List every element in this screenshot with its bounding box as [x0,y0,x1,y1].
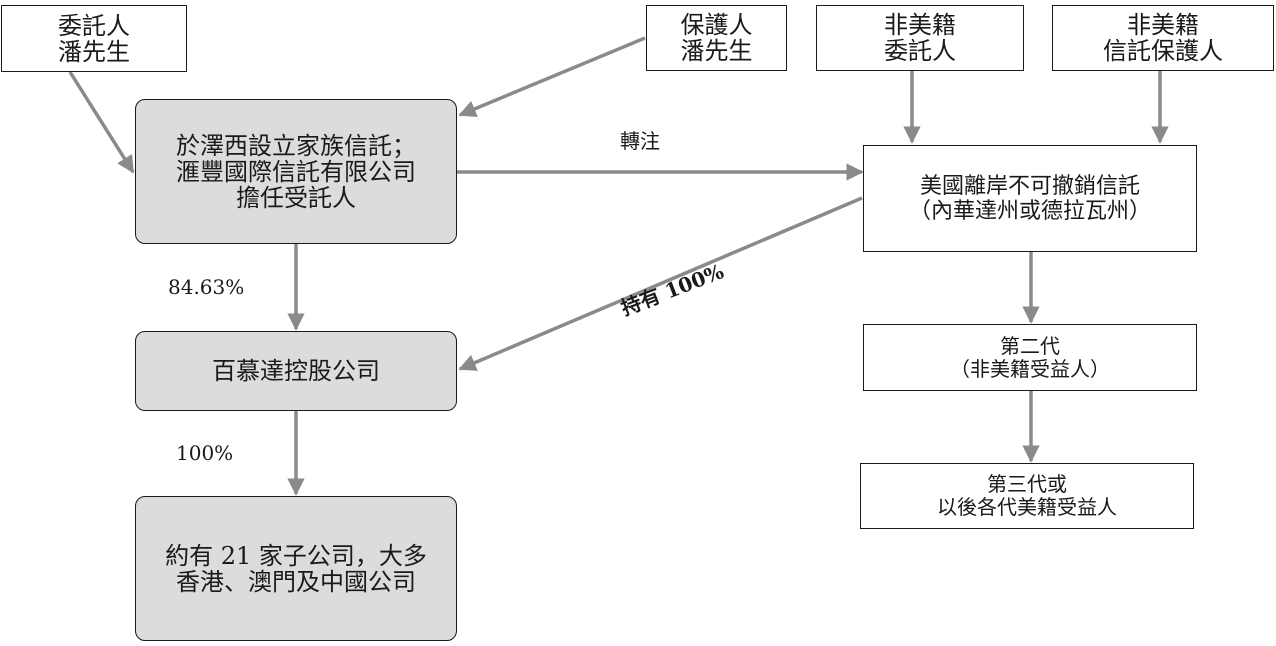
non-us-protector-line-2: 信託保護人 [1103,37,1223,65]
settlor-line-2: 潘先生 [58,37,130,66]
settlor-line-1: 委託人 [58,11,130,40]
jersey-trust-line-2: 滙豐國際信託有限公司 [176,157,416,186]
third-gen-box: 第三代或 以後各代美籍受益人 [860,463,1194,529]
non-us-protector-line-1: 非美籍 [1127,11,1199,39]
subsidiaries-box: 約有 21 家子公司，大多 香港、澳門及中國公司 [135,496,457,641]
arrow-protector-to-jersey-trust [458,36,646,118]
third-gen-line-2: 以後各代美籍受益人 [937,495,1117,519]
arrow-us-trust-to-holding-co [458,196,863,371]
second-gen-line-2: （非美籍受益人） [950,356,1110,381]
subsidiaries-line-1: 約有 21 家子公司，大多 [165,541,427,570]
jersey-trust-line-3: 擔任受託人 [236,183,356,212]
us-trust-line-2: （內華達州或德拉瓦州） [908,198,1151,224]
second-gen-line-1: 第二代 [1000,333,1060,358]
settlor-box: 委託人 潘先生 [1,5,187,72]
arrow-settlor-to-jersey-trust [68,71,135,174]
holding-co-box: 百慕達控股公司 [135,331,457,411]
second-gen-box: 第二代 （非美籍受益人） [863,324,1197,391]
non-us-settlor-line-2: 委託人 [884,37,956,65]
non-us-protector-box: 非美籍 信託保護人 [1052,5,1274,71]
protector-line-2: 潘先生 [680,37,753,65]
third-gen-line-1: 第三代或 [987,472,1067,496]
edge-label-100: 100% [176,441,234,465]
protector-box: 保護人 潘先生 [646,5,787,71]
jersey-trust-box: 於澤西設立家族信託； 滙豐國際信託有限公司 擔任受託人 [135,99,457,244]
protector-line-1: 保護人 [680,11,753,39]
us-trust-box: 美國離岸不可撤銷信託 （內華達州或德拉瓦州） [863,145,1197,252]
non-us-settlor-box: 非美籍 委託人 [816,5,1024,71]
non-us-settlor-line-1: 非美籍 [884,11,956,39]
subsidiaries-line-2: 香港、澳門及中國公司 [176,567,416,596]
edge-label-84-63: 84.63% [168,275,245,299]
edge-label-transfer: 轉注 [620,129,660,153]
jersey-trust-line-1: 於澤西設立家族信託； [176,131,416,160]
holding-co-line-1: 百慕達控股公司 [212,357,380,385]
us-trust-line-1: 美國離岸不可撤銷信託 [919,173,1140,199]
